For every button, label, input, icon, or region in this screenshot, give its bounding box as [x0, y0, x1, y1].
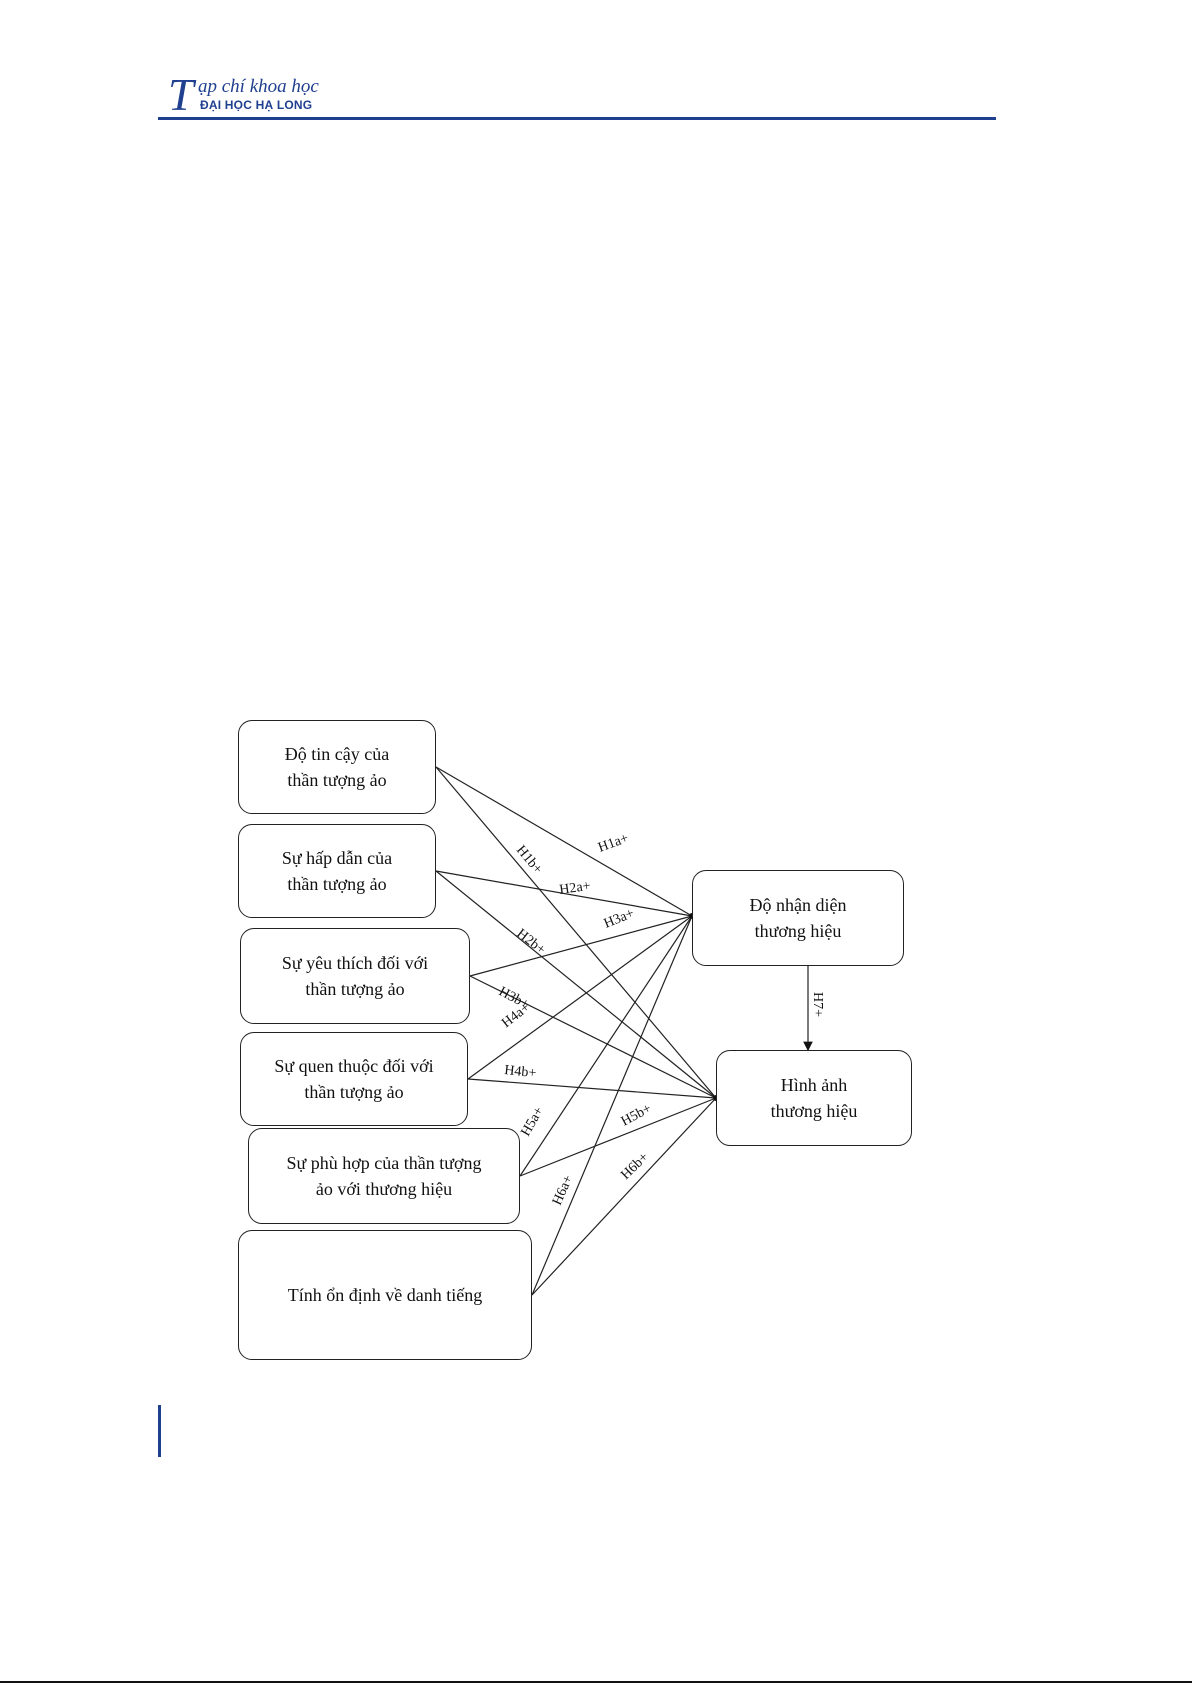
- node-label: Sự phù hợp của thần tượng ảo với thương h…: [286, 1150, 481, 1202]
- node-label-line: Sự yêu thích đối với: [281, 953, 429, 973]
- edge-h6a: [531, 915, 693, 1296]
- node-label: Sự yêu thích đối với thần tượng ảo: [282, 950, 428, 1002]
- edge-label-h6a: H6a+: [550, 1173, 576, 1208]
- node-label-line: Sự quen thuộc đối với: [274, 1056, 434, 1076]
- page-bottom-rule: [0, 1681, 1192, 1683]
- edge-h2b: [435, 870, 717, 1099]
- header-rule: [158, 117, 996, 120]
- edge-h2a: [435, 870, 693, 917]
- node-virtual-idol-liking: Sự yêu thích đối với thần tượng ảo: [240, 928, 470, 1024]
- node-label-line: thương hiệu: [770, 1101, 858, 1121]
- node-label: Tính ổn định về danh tiếng: [288, 1282, 482, 1308]
- node-label-line: thần tượng ảo: [287, 874, 387, 894]
- node-label-line: ảo với thương hiệu: [315, 1179, 453, 1199]
- node-label-line: Hình ảnh: [780, 1075, 848, 1095]
- node-brand-awareness: Độ nhận diện thương hiệu: [692, 870, 904, 966]
- edge-label-h6b: H6b+: [618, 1150, 652, 1183]
- edge-h4b: [467, 1078, 717, 1099]
- node-label: Sự quen thuộc đối với thần tượng ảo: [274, 1053, 433, 1105]
- node-label: Hình ảnh thương hiệu: [771, 1072, 858, 1124]
- edge-label-h4b: H4b+: [504, 1063, 538, 1081]
- node-label-line: thần tượng ảo: [304, 1082, 404, 1102]
- node-virtual-idol-brand-fit: Sự phù hợp của thần tượng ảo với thương h…: [248, 1128, 520, 1224]
- journal-logo-university: ĐẠI HỌC HẠ LONG: [200, 98, 313, 112]
- node-virtual-idol-familiarity: Sự quen thuộc đối với thần tượng ảo: [240, 1032, 468, 1126]
- edge-h5b: [519, 1097, 717, 1177]
- edge-label-h2b: H2b+: [514, 926, 549, 958]
- node-virtual-idol-credibility: Độ tin cậy của thần tượng ảo: [238, 720, 436, 814]
- edge-h6b: [531, 1097, 717, 1296]
- edge-label-h1a: H1a+: [596, 831, 631, 856]
- edge-label-h3a: H3a+: [602, 906, 637, 932]
- edge-h3a: [469, 915, 693, 977]
- edge-label-h2a: H2a+: [558, 879, 591, 898]
- node-label-line: Độ tin cậy của: [284, 744, 390, 764]
- edge-label-h5a: H5a+: [518, 1104, 547, 1139]
- journal-header: T ạp chí khoa học ĐẠI HỌC HẠ LONG: [0, 0, 1192, 130]
- edge-label-h1b: H1b+: [513, 843, 545, 877]
- node-reputation-stability: Tính ổn định về danh tiếng: [238, 1230, 532, 1360]
- node-brand-image: Hình ảnh thương hiệu: [716, 1050, 912, 1146]
- edge-label-h7: H7+: [810, 992, 825, 1017]
- edge-h3b: [469, 975, 717, 1099]
- node-label-line: Sự phù hợp của thần tượng: [286, 1153, 482, 1173]
- node-label-line: Sự hấp dẫn của: [281, 848, 393, 868]
- node-label-line: thần tượng ảo: [305, 979, 405, 999]
- journal-logo-initial: T: [168, 69, 194, 120]
- edge-h4a: [467, 915, 693, 1080]
- node-virtual-idol-attractiveness: Sự hấp dẫn của thần tượng ảo: [238, 824, 436, 918]
- section-marker-bar: [158, 1405, 161, 1457]
- node-label-line: thương hiệu: [754, 921, 842, 941]
- edge-h5a: [519, 915, 693, 1177]
- node-label: Độ tin cậy của thần tượng ảo: [285, 741, 389, 793]
- edge-h1a: [435, 766, 693, 917]
- node-label-line: Tính ổn định về danh tiếng: [287, 1285, 483, 1305]
- node-label: Độ nhận diện thương hiệu: [750, 892, 847, 944]
- journal-logo-title: ạp chí khoa học: [198, 76, 319, 97]
- node-label-line: Độ nhận diện: [749, 895, 847, 915]
- edge-h1b: [435, 766, 717, 1099]
- node-label: Sự hấp dẫn của thần tượng ảo: [282, 845, 392, 897]
- node-label-line: thần tượng ảo: [287, 770, 387, 790]
